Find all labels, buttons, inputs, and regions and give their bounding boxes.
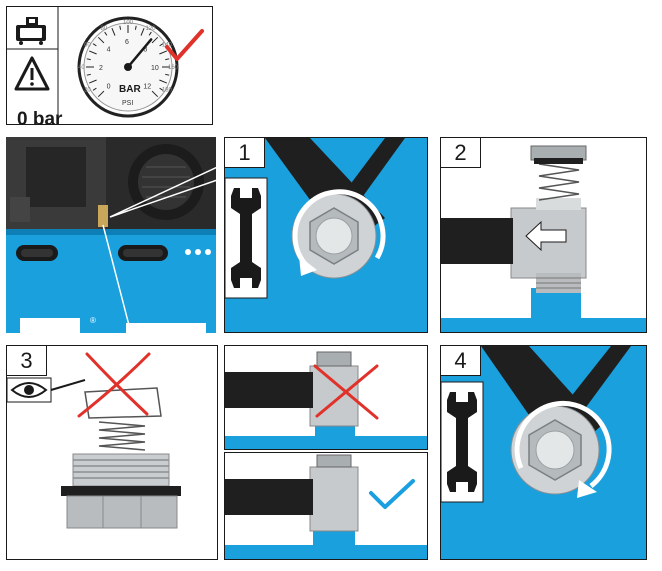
step-1-panel: 1 [224, 137, 428, 333]
compressor-icon [16, 17, 46, 45]
gauge-psi-tick-label: 100 [123, 20, 134, 26]
compressor-photo: ® [6, 137, 216, 333]
step-4-panel: 4 [440, 345, 647, 560]
gauge-tick [97, 36, 105, 44]
step-number: 1 [225, 138, 265, 168]
gauge-tick [92, 43, 97, 47]
gauge-needle [126, 38, 153, 69]
gauge-bar-tick-label: 6 [125, 39, 129, 46]
gauge-psi-label: PSI [122, 100, 133, 107]
gauge-bar-tick-label: 4 [107, 47, 111, 54]
eye-icon [10, 382, 48, 398]
brand-registered-mark: ® [90, 316, 96, 325]
step-3-correct-panel [224, 452, 428, 560]
rotation-arrow-icon [292, 189, 386, 268]
wrench-icon [447, 392, 477, 492]
step-2-panel: 2 [440, 137, 647, 333]
checkmark-icon [165, 29, 204, 61]
gauge-psi-tick-label: 180 [162, 88, 173, 94]
gauge-unit-label: BAR [119, 84, 141, 95]
gauge-tick [159, 50, 167, 55]
gauge-psi-tick-label: 20 [84, 88, 91, 94]
valve-fitting [98, 205, 108, 227]
gauge-bar-tick-label: 0 [107, 83, 111, 90]
gauge-tick [151, 90, 159, 98]
gauge-tick [159, 79, 167, 84]
cross-icon [77, 352, 151, 418]
gauge-tick [86, 58, 91, 61]
step-number: 2 [441, 138, 481, 168]
gauge-tick [148, 31, 152, 36]
gauge-psi-tick-label: 120 [146, 26, 157, 32]
gauge-tick [140, 28, 145, 36]
gauge-tick [134, 25, 137, 30]
gauge-psi-tick-label: 60 [84, 43, 91, 49]
checkmark-icon [369, 479, 415, 509]
step-3-panel: 3 [6, 345, 218, 560]
gauge-tick [151, 36, 159, 44]
gauge-psi-tick-label: 160 [168, 65, 179, 71]
warning-triangle-icon [14, 56, 50, 91]
gauge-tick [159, 87, 164, 91]
gauge-pivot [124, 63, 132, 71]
gauge-psi-tick-label: 80 [101, 26, 108, 32]
gauge-tick [119, 25, 122, 30]
gauge-bar-tick-label: 8 [143, 47, 147, 54]
gauge-tick [86, 73, 91, 76]
gauge-tick [159, 43, 164, 47]
step-3-wrong-panel [224, 345, 428, 450]
gauge-tick [104, 31, 108, 36]
gauge-tick [165, 58, 170, 61]
arrow-left-icon [525, 220, 567, 252]
gauge-tick [89, 50, 97, 55]
pressure-label: 0 bar [17, 109, 63, 125]
wrench-icon [231, 188, 261, 288]
gauge-tick [111, 28, 116, 36]
gauge-tick [165, 73, 170, 76]
gauge-psi-tick-label: 40 [78, 65, 85, 71]
gauge-tick [92, 87, 97, 91]
gauge-tick [89, 79, 97, 84]
gauge-bar-tick-label: 10 [151, 65, 159, 72]
gauge-bar-tick-label: 2 [99, 65, 103, 72]
step-number: 4 [441, 346, 481, 376]
rotation-arrow-icon [514, 400, 612, 488]
gauge-bar-tick-label: 12 [143, 83, 151, 90]
step-number: 3 [7, 346, 47, 376]
gauge-tick [97, 90, 105, 98]
